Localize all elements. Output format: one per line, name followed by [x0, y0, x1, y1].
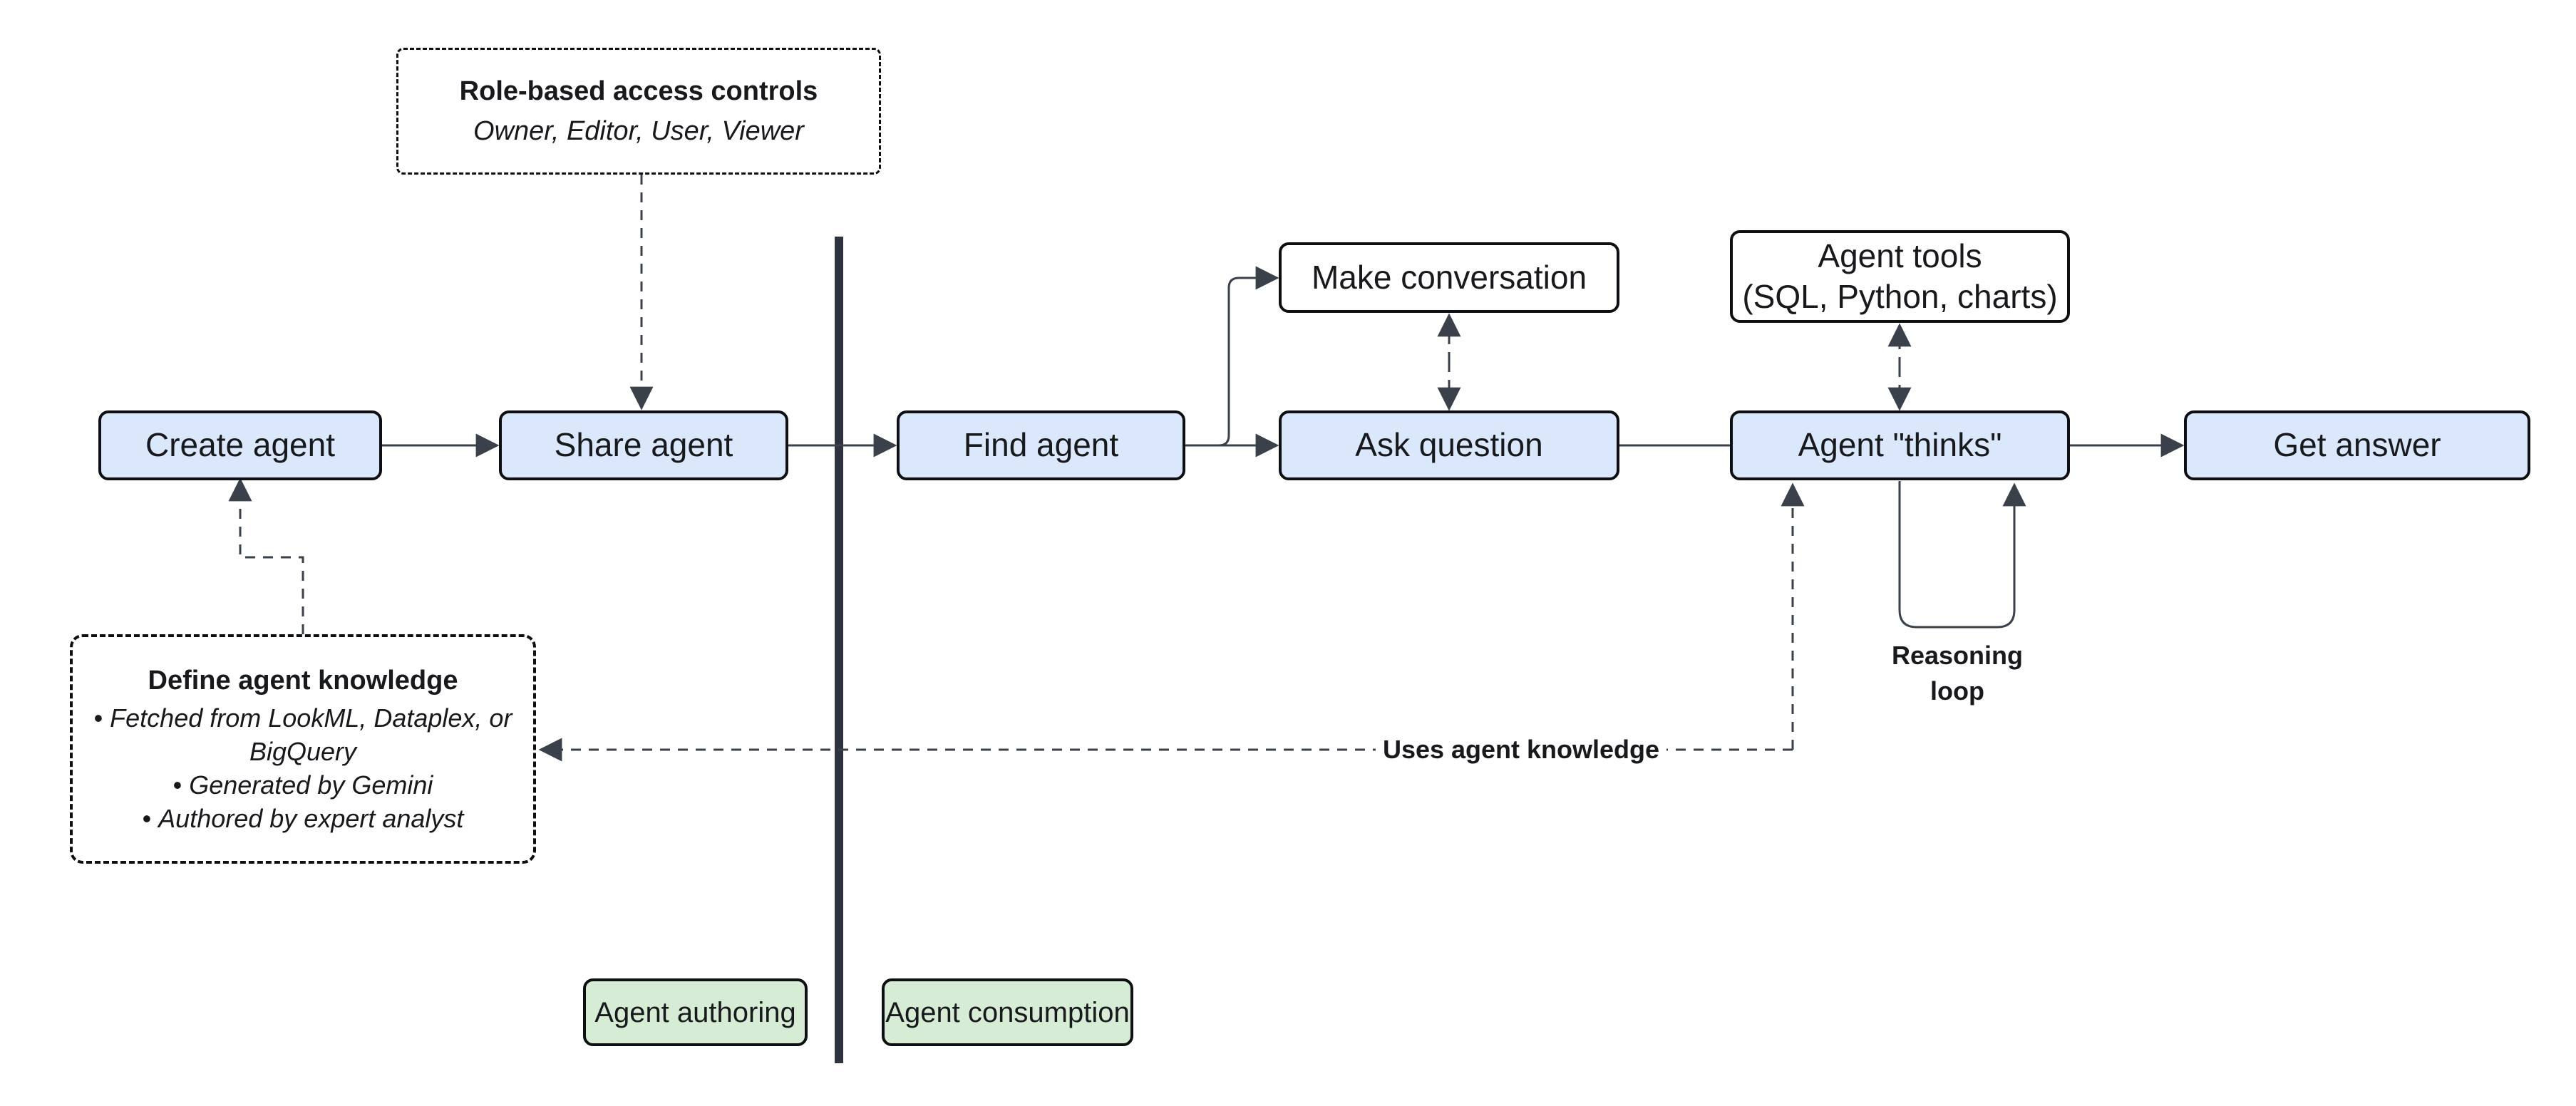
agent-tools-line2: (SQL, Python, charts) [1742, 278, 2058, 315]
node-define-agent-knowledge: Define agent knowledge Fetched from Look… [70, 634, 536, 864]
connector-reasoning-loop [1898, 481, 2026, 629]
role-access-title: Role-based access controls [459, 76, 818, 106]
lane-label-agent-authoring: Agent authoring [583, 978, 808, 1046]
define-knowledge-bullet: Fetched from LookML, Dataplex, or BigQue… [89, 701, 517, 768]
lane-label-agent-consumption: Agent consumption [882, 978, 1133, 1046]
reasoning-loop-label: Reasoning loop [1891, 641, 2024, 706]
role-access-subtitle: Owner, Editor, User, Viewer [473, 116, 804, 146]
node-find-agent-label: Find agent [963, 426, 1119, 464]
node-agent-tools: Agent tools (SQL, Python, charts) [1730, 230, 2070, 323]
agent-consumption-label: Agent consumption [885, 996, 1130, 1028]
node-share-agent: Share agent [499, 410, 788, 480]
node-create-agent-label: Create agent [145, 426, 335, 464]
node-role-based-access-controls: Role-based access controls Owner, Editor… [396, 48, 881, 175]
node-create-agent: Create agent [98, 410, 382, 480]
node-agent-thinks-label: Agent "thinks" [1798, 426, 2002, 464]
lane-divider [835, 237, 843, 1063]
agent-authoring-label: Agent authoring [594, 996, 796, 1028]
node-share-agent-label: Share agent [554, 426, 733, 464]
node-get-answer: Get answer [2184, 410, 2530, 480]
define-knowledge-bullet: Authored by expert analyst [89, 802, 517, 835]
node-make-conversation: Make conversation [1279, 242, 1619, 313]
node-make-conversation-label: Make conversation [1311, 258, 1587, 296]
node-ask-question: Ask question [1279, 410, 1619, 480]
agent-tools-line1: Agent tools [1818, 237, 1982, 274]
uses-agent-knowledge-label: Uses agent knowledge [1375, 732, 1667, 768]
connector-find-to-make-conversation [1218, 266, 1279, 447]
define-knowledge-title: Define agent knowledge [148, 666, 458, 696]
node-get-answer-label: Get answer [2273, 426, 2441, 464]
define-knowledge-bullets: Fetched from LookML, Dataplex, or BigQue… [89, 701, 517, 835]
node-ask-question-label: Ask question [1355, 426, 1543, 464]
define-knowledge-bullet: Generated by Gemini [89, 768, 517, 802]
node-find-agent: Find agent [897, 410, 1185, 480]
connector-define-knowledge-to-create [228, 477, 304, 634]
node-agent-thinks: Agent "thinks" [1730, 410, 2070, 480]
